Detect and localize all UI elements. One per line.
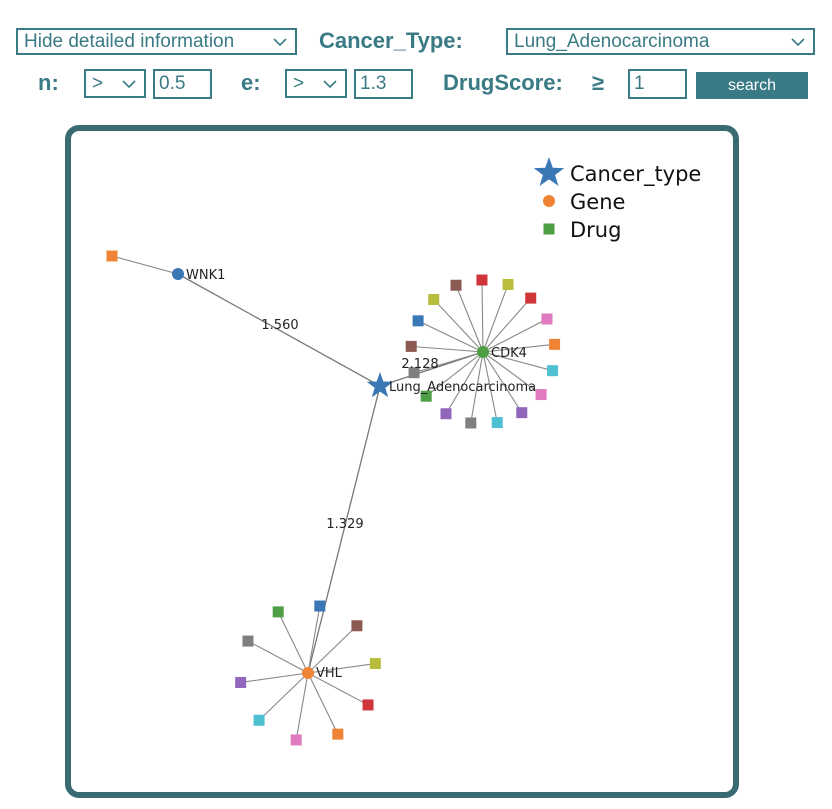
drug-node[interactable] <box>450 279 462 291</box>
gene-node-wnk1[interactable] <box>172 268 184 280</box>
drug-node[interactable] <box>369 658 381 670</box>
edge-drug <box>413 351 484 374</box>
edge-drug <box>307 625 358 674</box>
gene-label: WNK1 <box>186 268 225 283</box>
n-operator-value: > <box>92 72 104 94</box>
drug-node[interactable] <box>535 389 547 401</box>
cancer-type-select-value: Lung_Adenocarcinoma <box>514 30 710 52</box>
drug-node[interactable] <box>253 714 265 726</box>
drug-node[interactable] <box>516 407 528 419</box>
edge-drug <box>247 640 309 674</box>
drug-node[interactable] <box>405 340 417 352</box>
drugscore-label: DrugScore: <box>443 70 563 95</box>
e-value-input[interactable] <box>354 69 413 99</box>
legend-circle-icon <box>543 195 555 207</box>
drug-node[interactable] <box>106 250 118 262</box>
drug-node[interactable] <box>541 313 553 325</box>
edge-drug <box>482 351 542 396</box>
drug-node[interactable] <box>440 408 452 420</box>
edge-drug <box>307 662 376 674</box>
edge-drug <box>433 299 484 353</box>
edge-drug <box>481 279 484 353</box>
gene-label: CDK4 <box>491 346 527 361</box>
e-operator-select[interactable]: > <box>285 69 347 98</box>
drug-node[interactable] <box>465 417 477 429</box>
edge-drug <box>111 255 179 275</box>
legend-label: Cancer_type <box>570 162 701 187</box>
drug-node[interactable] <box>314 600 326 612</box>
drug-node[interactable] <box>476 274 488 286</box>
edge-drug <box>307 605 321 674</box>
edge-drug <box>482 284 509 353</box>
edge-drug <box>470 351 484 424</box>
edge-drug <box>482 351 553 372</box>
chevron-down-icon <box>323 79 337 88</box>
gene-node-cdk4[interactable] <box>477 346 489 358</box>
detail-select[interactable]: Hide detailed information <box>16 28 297 55</box>
edge-weight-label: 1.560 <box>261 318 298 333</box>
edge-cancer-vhl <box>307 385 381 674</box>
edge-drug <box>445 351 484 415</box>
drug-node[interactable] <box>242 635 254 647</box>
edge-drug <box>482 351 498 423</box>
edge-cancer-wnk1 <box>177 273 381 387</box>
chevron-down-icon <box>791 37 805 46</box>
edge-drug <box>258 672 309 721</box>
drug-node[interactable] <box>491 417 503 429</box>
e-label: e: <box>241 70 261 95</box>
drug-node[interactable] <box>332 728 344 740</box>
drug-node[interactable] <box>408 367 420 379</box>
edge-drug <box>307 672 369 706</box>
drug-node[interactable] <box>412 315 424 327</box>
edge-drug <box>411 345 484 353</box>
drug-node[interactable] <box>362 699 374 711</box>
drug-node[interactable] <box>549 338 561 350</box>
drug-node[interactable] <box>235 676 247 688</box>
n-value-input[interactable] <box>153 69 212 99</box>
drug-node[interactable] <box>525 292 537 304</box>
gene-label: VHL <box>316 666 343 681</box>
cancer-type-node[interactable] <box>366 372 394 398</box>
legend-label: Gene <box>570 190 625 214</box>
edge-drug <box>307 672 339 735</box>
drug-node[interactable] <box>502 278 514 290</box>
drug-node[interactable] <box>428 293 440 305</box>
e-operator-value: > <box>293 72 305 94</box>
drugscore-operator: ≥ <box>592 70 605 95</box>
detail-select-value: Hide detailed information <box>24 30 235 52</box>
n-operator-select[interactable]: > <box>84 69 146 98</box>
drug-node[interactable] <box>272 606 284 618</box>
drug-node[interactable] <box>547 365 559 377</box>
edge-drug <box>425 351 484 397</box>
cancer-type-select[interactable]: Lung_Adenocarcinoma <box>506 28 815 55</box>
legend-star-icon <box>533 157 565 186</box>
edge-drug <box>417 320 484 353</box>
edge-drug <box>482 297 532 353</box>
gene-node-vhl[interactable] <box>302 667 314 679</box>
drug-node[interactable] <box>420 390 432 402</box>
drugscore-input[interactable] <box>628 69 687 99</box>
chevron-down-icon <box>122 79 136 88</box>
chevron-down-icon <box>273 37 287 46</box>
network-graph-panel <box>65 125 739 798</box>
edge-drug <box>277 611 309 674</box>
edge-drug <box>482 351 523 413</box>
edge-drug <box>455 285 484 353</box>
edge-drug <box>482 318 548 353</box>
edge-weight-label: 2.128 <box>401 357 438 372</box>
cancer-type-label: Lung_Adenocarcinoma <box>389 380 536 395</box>
edge-weight-label: 1.329 <box>326 517 363 532</box>
legend-square-icon <box>543 223 555 235</box>
edge-drug <box>482 343 555 353</box>
drug-node[interactable] <box>351 620 363 632</box>
edge-drug <box>240 672 309 684</box>
cancer-type-label: Cancer_Type: <box>319 28 463 53</box>
legend-label: Drug <box>570 218 621 242</box>
drug-node[interactable] <box>290 734 302 746</box>
edge-drug <box>295 672 309 741</box>
search-button[interactable]: search <box>696 72 808 99</box>
n-label: n: <box>38 70 59 95</box>
